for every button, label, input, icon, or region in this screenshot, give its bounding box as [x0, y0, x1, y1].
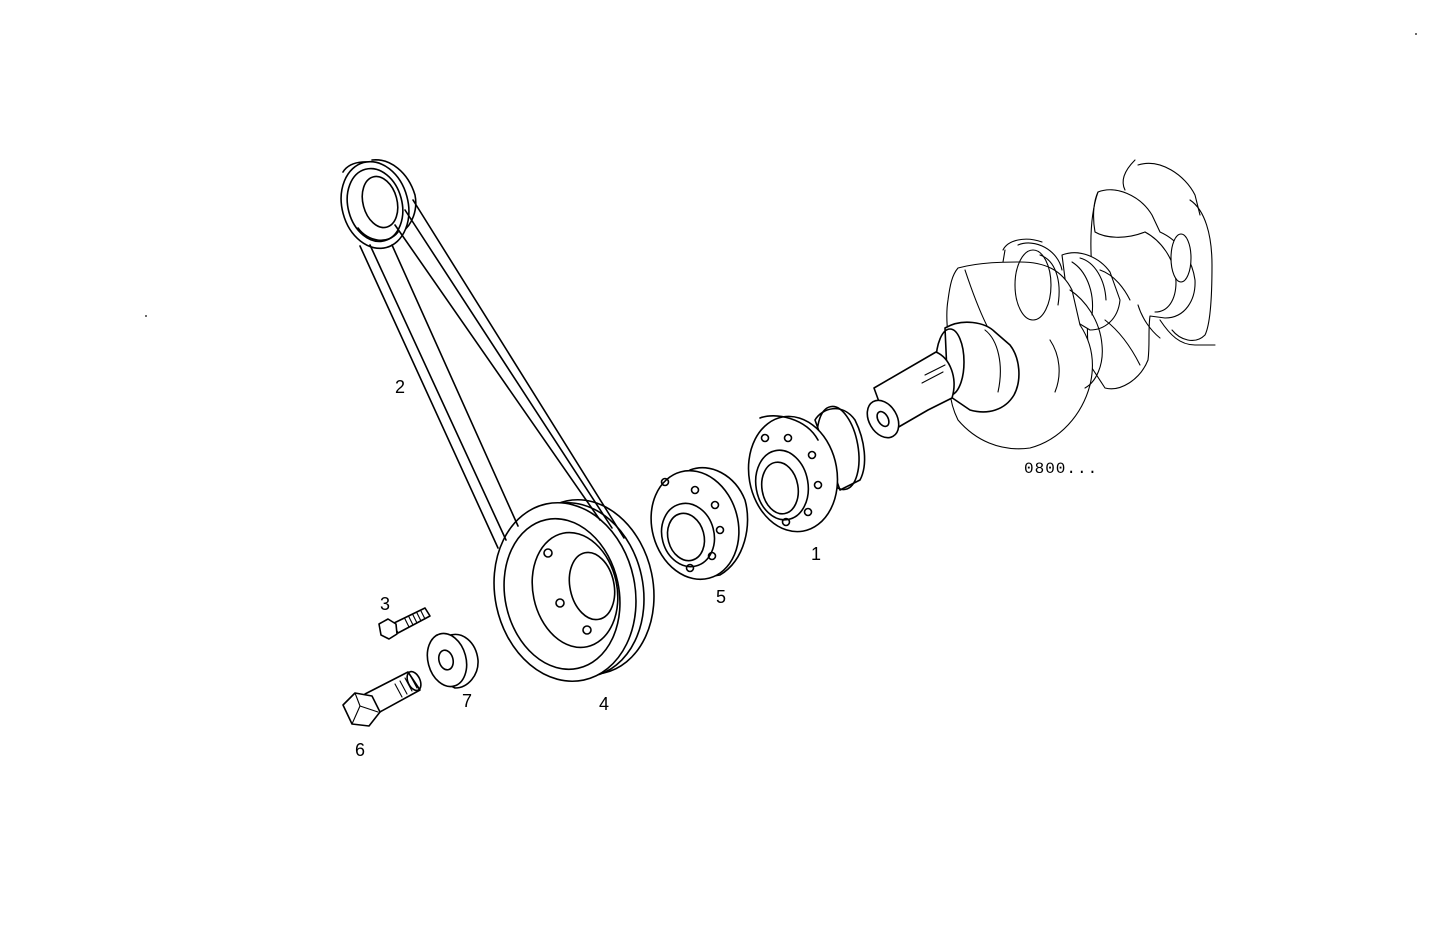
callout-2: 2 [395, 377, 405, 397]
callout-1: 1 [811, 544, 821, 564]
hex-bolt-icon [342, 670, 422, 727]
pulley-icon [493, 498, 655, 683]
adapter-ring-icon [650, 466, 749, 581]
washer-icon [426, 632, 479, 689]
callout-4: 4 [599, 694, 609, 714]
crankshaft-icon [866, 159, 1216, 450]
hub-flange-icon [747, 405, 866, 533]
reference-code: 0800... [1024, 460, 1098, 478]
v-belt-icon [340, 159, 625, 549]
callout-7: 7 [462, 691, 472, 711]
callout-5: 5 [716, 587, 726, 607]
callout-3: 3 [380, 594, 390, 614]
callout-6: 6 [355, 740, 365, 760]
small-bolt-icon [378, 607, 431, 640]
